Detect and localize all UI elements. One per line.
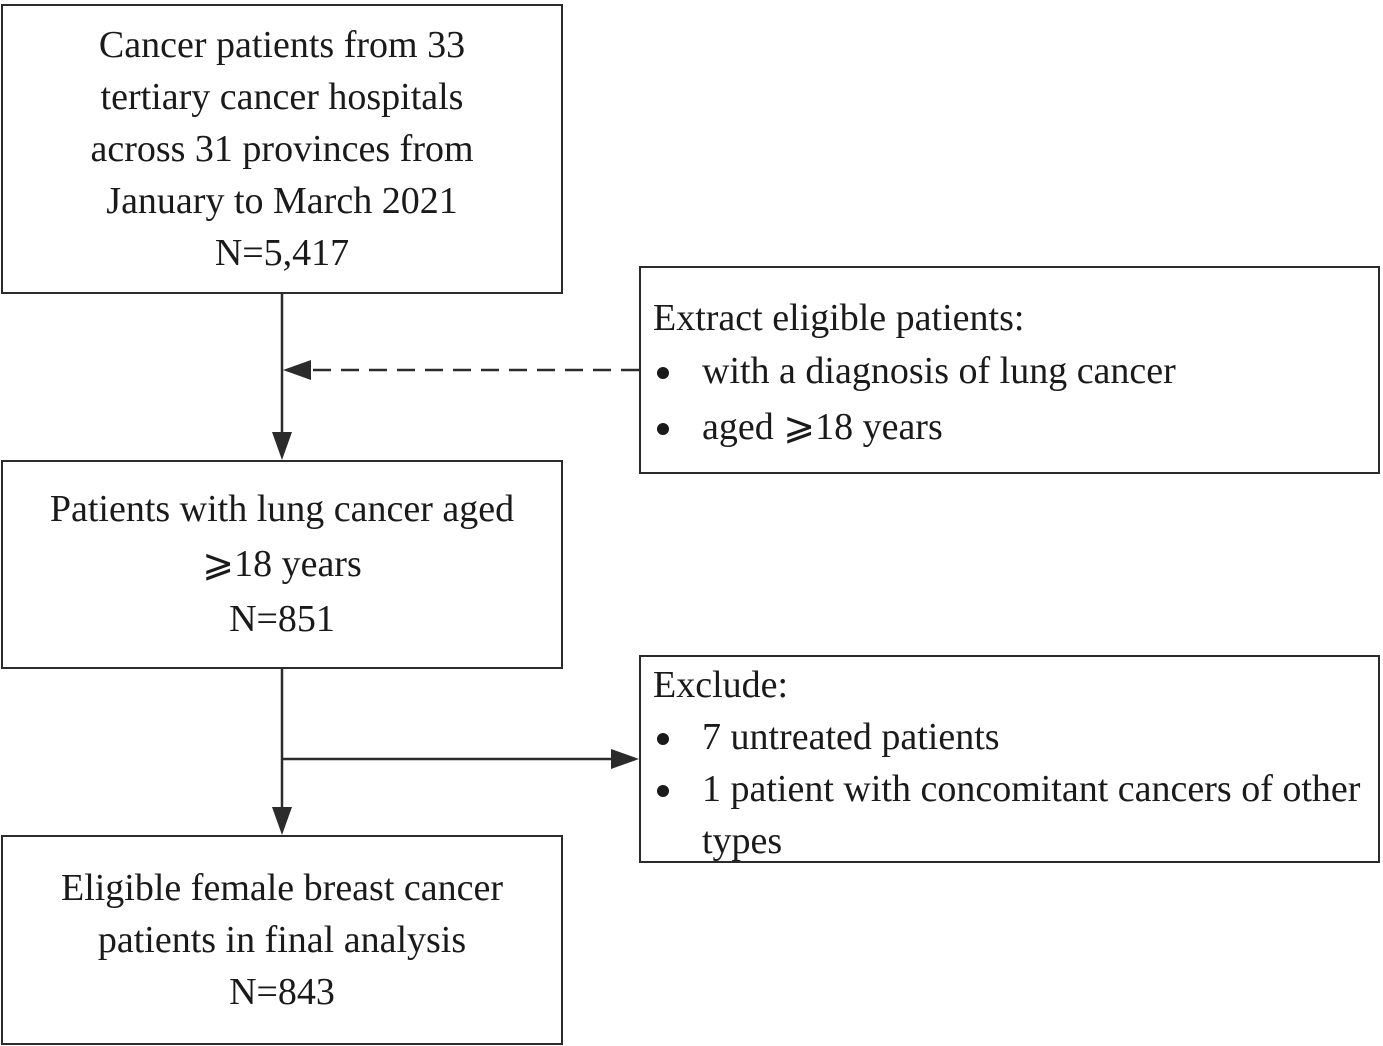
- extract-heading: Extract eligible patients:: [653, 297, 1025, 339]
- arrowhead-exclude: [611, 749, 639, 769]
- box-cancer-patients: Cancer patients from 33 tertiary cancer …: [1, 4, 563, 294]
- extract-criterion-diagnosis: with a diagnosis of lung cancer: [653, 345, 1378, 397]
- exclusion-concomitant-cancers: 1 patient with concomitant cancers of ot…: [653, 763, 1378, 867]
- box-lung-cancer-patients: Patients with lung cancer aged ⩾18 years…: [1, 460, 563, 669]
- box-lung-cancer-line-2: ⩾18 years: [202, 543, 362, 585]
- box-final-analysis: Eligible female breast cancer patients i…: [1, 835, 563, 1045]
- extract-criteria-list: with a diagnosis of lung cancer aged ⩾18…: [653, 345, 1378, 453]
- arrowhead-middle-to-final: [272, 807, 292, 835]
- box-cancer-patients-line-1: Cancer patients from 33: [98, 24, 466, 66]
- arrowhead-start-to-middle: [272, 432, 292, 460]
- box-lung-cancer-count: N=851: [229, 598, 335, 640]
- extract-criterion-age: aged ⩾18 years: [653, 401, 1378, 453]
- exclude-heading: Exclude:: [653, 664, 789, 706]
- box-final-line-2: patients in final analysis: [97, 919, 467, 961]
- box-final-line-1: Eligible female breast cancer: [60, 867, 504, 909]
- box-cancer-patients-line-4: January to March 2021: [106, 180, 458, 222]
- box-final-count: N=843: [229, 971, 335, 1013]
- exclusion-criteria-list: 7 untreated patients 1 patient with conc…: [653, 711, 1378, 867]
- box-cancer-patients-line-2: tertiary cancer hospitals: [100, 76, 464, 118]
- box-cancer-patients-line-3: across 31 provinces from: [90, 128, 474, 170]
- box-exclusion-criteria: Exclude: 7 untreated patients 1 patient …: [639, 655, 1380, 863]
- box-lung-cancer-line-1: Patients with lung cancer aged: [49, 488, 515, 530]
- box-cancer-patients-count: N=5,417: [214, 232, 350, 274]
- box-extract-criteria: Extract eligible patients: with a diagno…: [639, 266, 1380, 474]
- arrowhead-extract: [283, 360, 311, 380]
- exclusion-untreated: 7 untreated patients: [653, 711, 1378, 763]
